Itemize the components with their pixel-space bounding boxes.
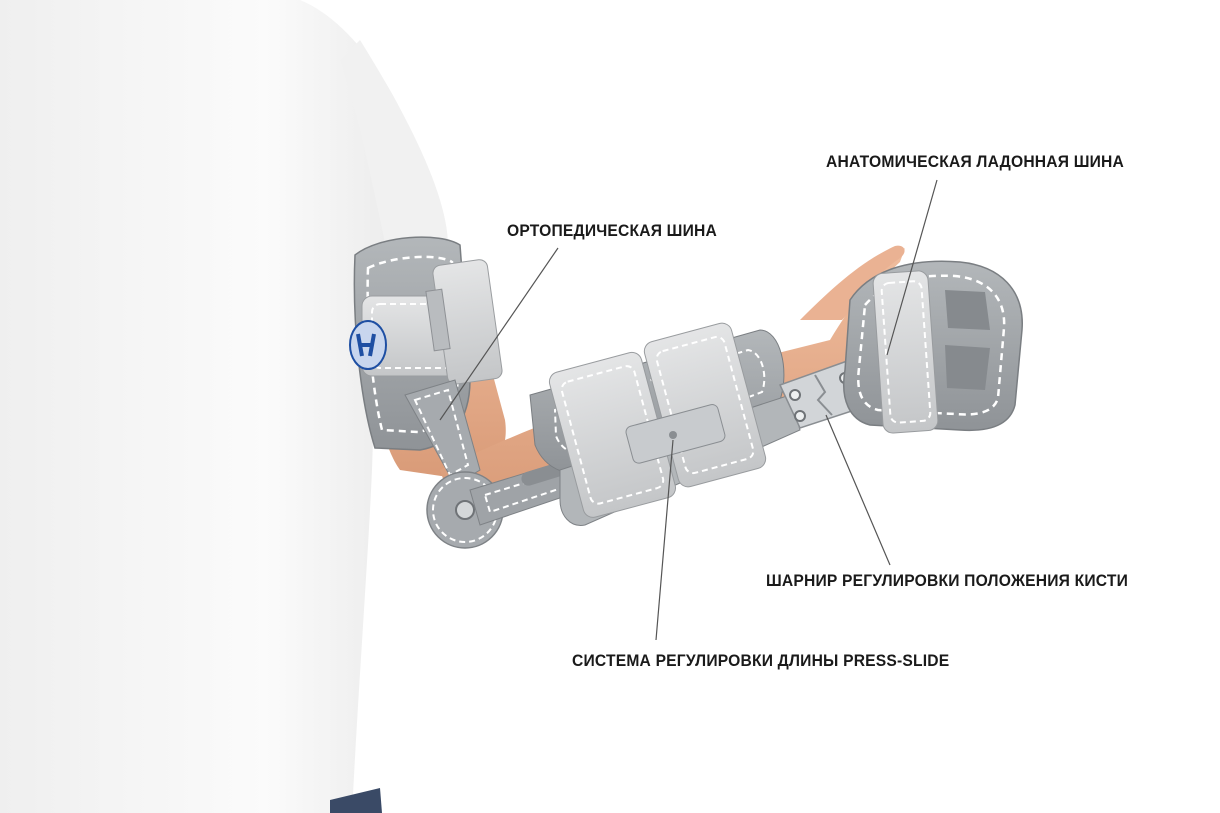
label-orthopedic-splint: ОРТОПЕДИЧЕСКАЯ ШИНА: [507, 221, 717, 240]
fingers: [800, 245, 905, 320]
jeans: [330, 788, 382, 813]
leader-wrist-hinge: [825, 414, 891, 566]
leader-orthopedic-splint: [439, 247, 559, 421]
label-anatomical-palmar-splint: АНАТОМИЧЕСКАЯ ЛАДОННАЯ ШИНА: [826, 152, 1124, 171]
leader-press-slide: [655, 439, 674, 641]
shirt: [0, 0, 444, 813]
label-wrist-hinge: ШАРНИР РЕГУЛИРОВКИ ПОЛОЖЕНИЯ КИСТИ: [766, 571, 1129, 590]
label-press-slide: СИСТЕМА РЕГУЛИРОВКИ ДЛИНЫ PRESS-SLIDE: [572, 651, 950, 670]
orthopedic-splint-bar: [404, 379, 481, 486]
shirt-sleeve: [340, 40, 449, 300]
leader-palmar-splint: [886, 179, 938, 356]
